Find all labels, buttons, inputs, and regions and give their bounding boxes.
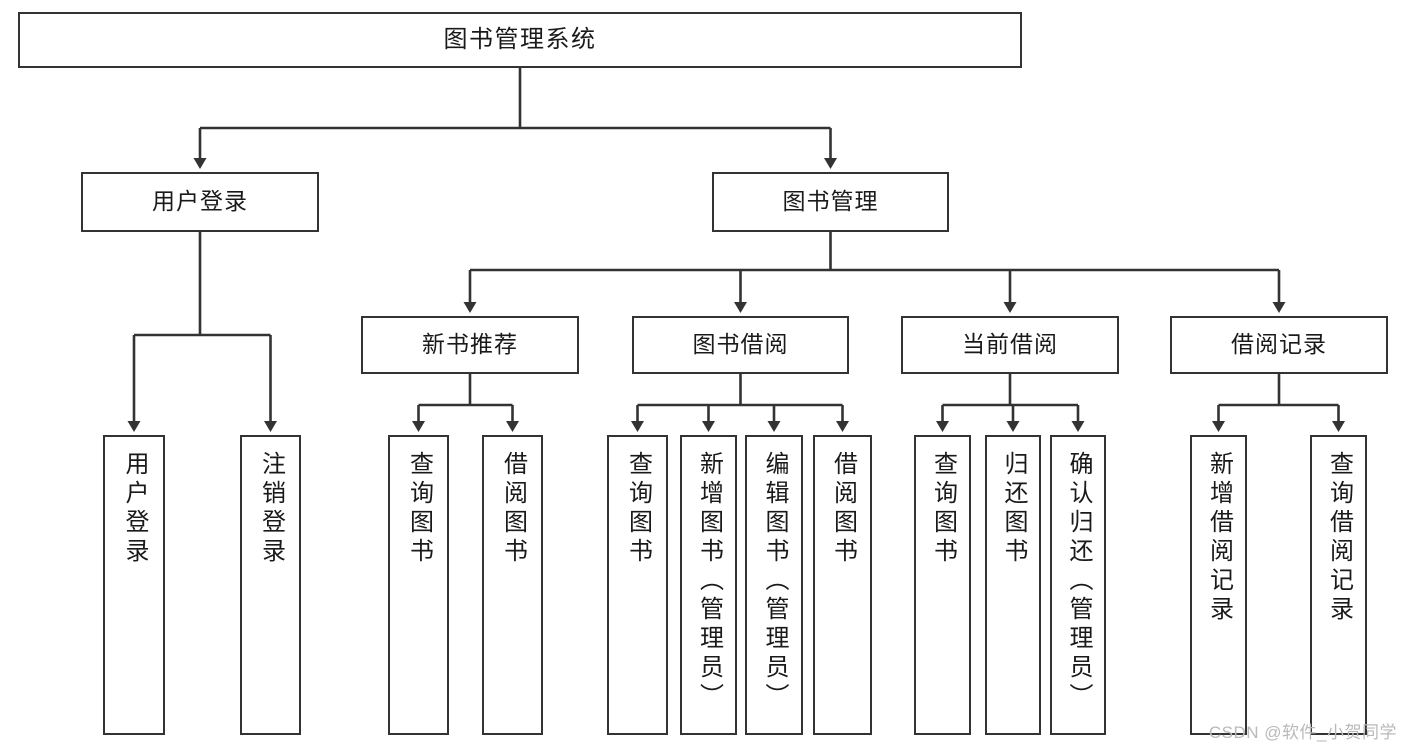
leaf-user-login[interactable]: 用户登录	[103, 435, 165, 735]
node-label: 编辑图书（管理员）	[761, 451, 788, 712]
leaf-add-borrow-record[interactable]: 新增借阅记录	[1190, 435, 1247, 735]
node-label: 查询图书	[929, 451, 957, 567]
node-label: 新增图书（管理员）	[695, 451, 723, 712]
node-root[interactable]: 图书管理系统	[18, 12, 1022, 68]
watermark: CSDN @软件_小贺同学	[1208, 723, 1397, 742]
leaf-query-book-3[interactable]: 查询图书	[914, 435, 971, 735]
leaf-return-book[interactable]: 归还图书	[985, 435, 1041, 735]
node-label: 图书管理	[782, 188, 879, 215]
leaf-query-book-1[interactable]: 查询图书	[388, 435, 449, 735]
node-label: 当前借阅	[962, 331, 1058, 358]
leaf-edit-book[interactable]: 编辑图书（管理员）	[745, 435, 803, 735]
node-label: 图书借阅	[692, 331, 789, 358]
leaf-confirm-return[interactable]: 确认归还（管理员）	[1050, 435, 1106, 735]
node-label: 新书推荐	[422, 331, 518, 358]
node-label: 用户登录	[121, 451, 148, 567]
node-label: 注销登录	[257, 451, 285, 567]
node-label: 借阅图书	[829, 451, 857, 567]
node-book-manage[interactable]: 图书管理	[712, 172, 949, 232]
node-label: 借阅记录	[1231, 331, 1327, 358]
node-label: 查询图书	[405, 451, 433, 567]
leaf-query-book-2[interactable]: 查询图书	[607, 435, 668, 735]
node-borrow-record[interactable]: 借阅记录	[1170, 316, 1388, 374]
node-label: 新增借阅记录	[1205, 451, 1233, 625]
node-label: 归还图书	[1000, 451, 1027, 567]
node-new-book-recommend[interactable]: 新书推荐	[361, 316, 579, 374]
node-label: 图书管理系统	[443, 25, 597, 53]
leaf-logout[interactable]: 注销登录	[240, 435, 301, 735]
node-label: 借阅图书	[499, 451, 527, 567]
node-label: 确认归还（管理员）	[1065, 451, 1092, 712]
node-book-borrow[interactable]: 图书借阅	[632, 316, 849, 374]
node-user-login[interactable]: 用户登录	[81, 172, 319, 232]
leaf-borrow-book-2[interactable]: 借阅图书	[813, 435, 872, 735]
leaf-add-book[interactable]: 新增图书（管理员）	[680, 435, 737, 735]
leaf-borrow-book-1[interactable]: 借阅图书	[482, 435, 543, 735]
leaf-query-borrow-record[interactable]: 查询借阅记录	[1310, 435, 1367, 735]
node-label: 查询借阅记录	[1325, 451, 1353, 625]
node-label: 用户登录	[152, 188, 248, 215]
node-current-borrow[interactable]: 当前借阅	[901, 316, 1119, 374]
node-label: 查询图书	[624, 451, 652, 567]
